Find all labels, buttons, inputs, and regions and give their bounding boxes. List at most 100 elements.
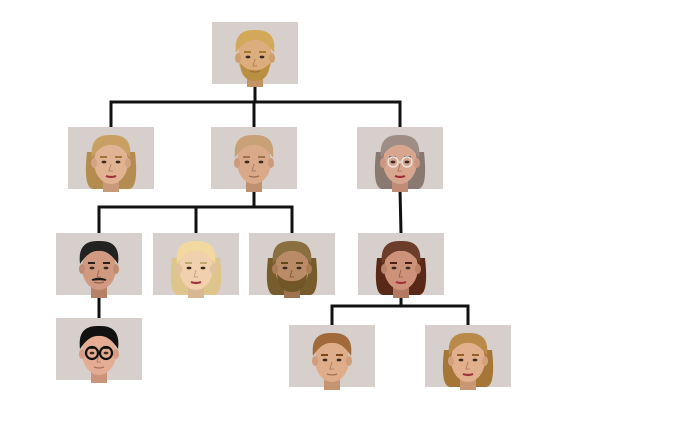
- face: [315, 338, 349, 382]
- mouth: [248, 175, 260, 178]
- face: [94, 140, 128, 184]
- face: [275, 246, 309, 290]
- nose: [193, 269, 198, 278]
- grey-haired-woman-with-glasses-portrait: [357, 127, 443, 192]
- ear: [269, 53, 275, 63]
- ear: [210, 264, 216, 274]
- ear: [235, 53, 241, 63]
- face: [82, 246, 116, 290]
- mouth: [105, 174, 117, 179]
- eye: [405, 266, 411, 270]
- ear: [415, 264, 421, 274]
- eye: [472, 358, 478, 362]
- bearded-blond-man-portrait: [212, 22, 298, 87]
- nose: [96, 269, 101, 278]
- eye: [101, 160, 107, 164]
- ear: [312, 356, 318, 366]
- mouth: [249, 70, 261, 73]
- eye: [282, 266, 288, 270]
- ear: [113, 349, 119, 359]
- mouth: [326, 373, 338, 376]
- mouth: [286, 281, 298, 284]
- ear: [482, 356, 488, 366]
- mouth: [93, 281, 105, 284]
- ear: [113, 264, 119, 274]
- connector-stem: [398, 188, 403, 234]
- blond-man-portrait: [211, 127, 297, 192]
- ear: [125, 158, 131, 168]
- nose: [108, 163, 113, 172]
- mouth: [394, 174, 406, 179]
- hair: [381, 240, 421, 264]
- eye: [322, 358, 328, 362]
- eye: [336, 358, 342, 362]
- mouth: [395, 280, 407, 285]
- mouth: [93, 366, 105, 369]
- mustache: [91, 277, 107, 281]
- hair: [176, 240, 216, 264]
- nose: [251, 163, 256, 172]
- ear: [272, 264, 278, 274]
- boy-with-round-glasses-portrait: [56, 318, 142, 383]
- eye: [258, 160, 264, 164]
- ear: [234, 158, 240, 168]
- nose: [289, 269, 294, 278]
- connector-grey-haired-woman: [398, 188, 403, 234]
- hair: [79, 240, 119, 264]
- mouth: [190, 280, 202, 285]
- connector-brunette-woman: [330, 295, 470, 325]
- hair: [312, 332, 352, 356]
- smiling-blonde-girl-portrait: [425, 325, 511, 390]
- ear: [91, 158, 97, 168]
- hair: [380, 134, 420, 158]
- eye: [103, 351, 109, 355]
- eye: [200, 266, 206, 270]
- ear: [79, 349, 85, 359]
- ear: [346, 356, 352, 366]
- portrait-tiles: [56, 22, 511, 390]
- glasses-icon: [401, 156, 413, 168]
- ear: [79, 264, 85, 274]
- eye: [391, 266, 397, 270]
- nose: [398, 269, 403, 278]
- hair: [234, 134, 274, 158]
- face: [237, 140, 271, 184]
- ear: [306, 264, 312, 274]
- nose: [329, 361, 334, 370]
- eye: [390, 160, 396, 164]
- face: [238, 35, 272, 79]
- nose: [465, 361, 470, 370]
- eye: [103, 266, 109, 270]
- glasses-icon: [387, 156, 399, 168]
- ear: [268, 158, 274, 168]
- face: [179, 246, 213, 290]
- hair: [235, 29, 275, 53]
- ear: [380, 158, 386, 168]
- eye: [186, 266, 192, 270]
- ear: [414, 158, 420, 168]
- eye: [89, 351, 95, 355]
- eye: [404, 160, 410, 164]
- dark-haired-mustached-man-portrait: [56, 233, 142, 298]
- platinum-blonde-woman-portrait: [153, 233, 239, 298]
- eye: [296, 266, 302, 270]
- hair: [91, 134, 131, 158]
- nose: [397, 163, 402, 172]
- young-man-portrait: [289, 325, 375, 390]
- eye: [259, 55, 265, 59]
- mouth: [462, 372, 474, 377]
- nose: [96, 354, 101, 363]
- face: [451, 338, 485, 382]
- hair: [448, 332, 488, 356]
- eye: [245, 55, 251, 59]
- brunette-woman-portrait: [358, 233, 444, 298]
- eye: [244, 160, 250, 164]
- face: [384, 246, 418, 290]
- connector-patriarch: [109, 84, 402, 127]
- curly-blonde-woman-portrait: [68, 127, 154, 192]
- eye: [115, 160, 121, 164]
- ear: [448, 356, 454, 366]
- ear: [176, 264, 182, 274]
- eye: [89, 266, 95, 270]
